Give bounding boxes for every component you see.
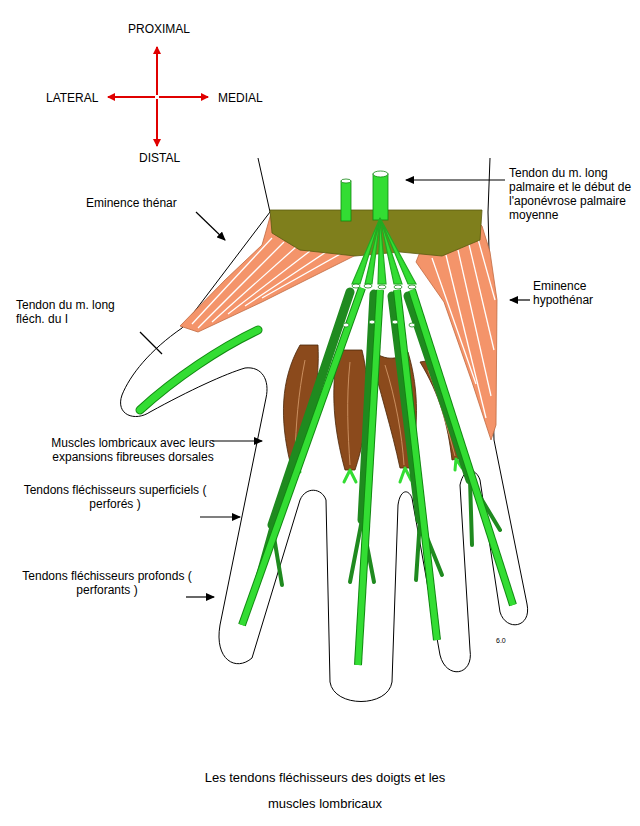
thumb-tendon: [140, 330, 258, 410]
part-label: Tendons fléchisseurs profonds ( perforan…: [4, 569, 210, 597]
deep-flexor-tendons: [242, 284, 513, 665]
thumb-tendon: [140, 330, 258, 410]
direction-label: DISTAL: [139, 151, 199, 165]
palmar-aponeurosis: [352, 218, 416, 284]
figure-caption: Les tendons fléchisseurs des doigts et l…: [204, 765, 446, 817]
direction-label: PROXIMAL: [128, 22, 198, 36]
part-label: Eminence thénar: [86, 196, 196, 210]
direction-label: LATERAL: [46, 91, 106, 105]
leader-arrows: [140, 180, 530, 597]
part-label: Tendon du m. long fléch. du I: [16, 298, 134, 326]
direction-cross: [108, 47, 208, 146]
direction-label: MEDIAL: [218, 91, 278, 105]
part-label: Tendons fléchisseurs superficiels ( perf…: [2, 483, 228, 511]
part-label: Muscles lombricaux avec leurs expansions…: [28, 436, 238, 464]
figure-number: 6.0: [496, 636, 516, 645]
part-label: Tendon du m. long palmaire et le début d…: [509, 166, 637, 222]
hand-outline: [121, 158, 528, 702]
part-label: Eminence hypothénar: [533, 279, 613, 307]
wrist-tendons: [341, 171, 388, 221]
